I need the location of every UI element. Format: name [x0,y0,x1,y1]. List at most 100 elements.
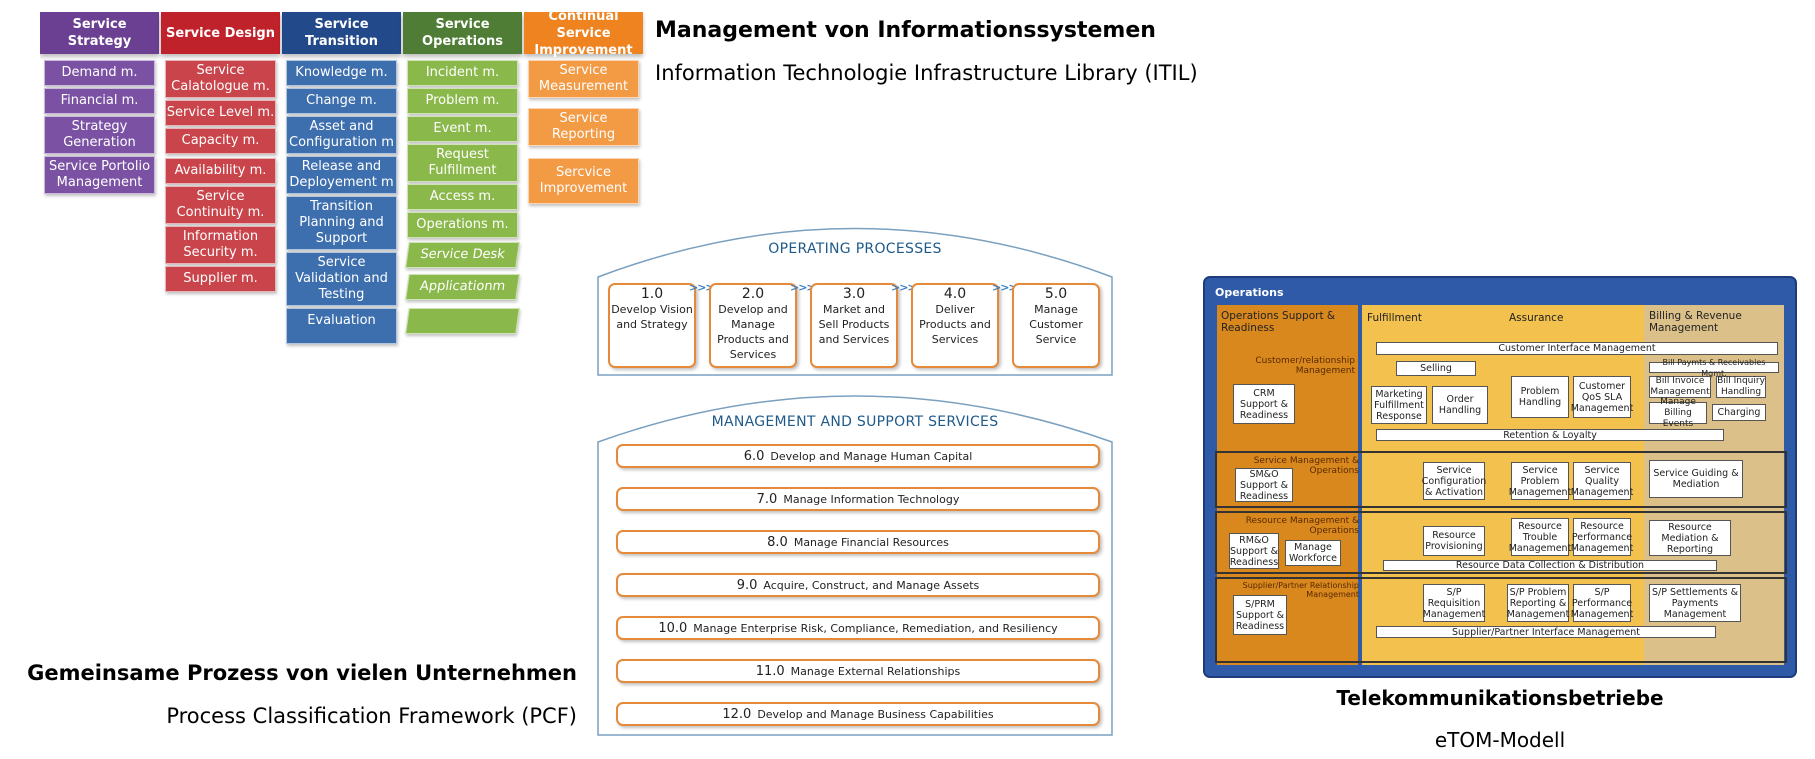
crm-support-box: CRM Support & Readiness [1233,384,1295,424]
support-num: 6.0 [743,448,765,464]
support-label: Manage Enterprise Risk, Compliance, Reme… [693,621,1058,635]
support-services-title: MANAGEMENT AND SUPPORT SERVICES [711,414,999,430]
resource-performance-box: Resource Performance Management [1571,518,1633,556]
operating-processes-title: OPERATING PROCESSES [768,241,942,257]
itil-column-strategy: Service Strategy Demand m. Financial m. … [40,12,159,194]
service-problem-box: Service Problem Management [1509,462,1571,500]
etom-diagram: Operations Operations Support & Readines… [1203,276,1797,678]
etom-subheading: eTOM-Modell [1434,728,1566,752]
itil-column-title: Service Design [161,12,280,54]
support-service-10: 10.0 Manage Enterprise Risk, Compliance, … [616,616,1100,640]
pcf-subheading: Process Classification Framework (PCF) [166,704,577,728]
itil-column-title: Service Operations [403,12,522,54]
op-process-label: Deliver Products and Services [919,303,991,346]
chevron-icon: >>> [992,281,1018,294]
itil-item: Asset and Configuration m [286,116,397,154]
op-process-num: 3.0 [842,286,866,302]
itil-column-design: Service Design Service Calatologue m. Se… [161,12,280,292]
resource-row [1215,511,1787,574]
etom-heading: Telekommunikationsbetriebe [1336,686,1664,710]
itil-item: Evaluation [286,308,397,344]
charging-box: Charging [1712,404,1766,421]
customer-interface-box: Customer Interface Management [1376,342,1778,355]
itil-item: Service Continuity m. [165,186,276,224]
bill-payments-box: Bill Paymts & Receivables Mgmt. [1649,358,1779,378]
support-service-8: 8.0 Manage Financial Resources [616,530,1100,554]
rmo-support-box: RM&O Support & Readiness [1229,533,1279,569]
support-num: 7.0 [756,491,778,507]
order-handling-box: Order Handling [1432,386,1488,424]
itil-item: Information Security m. [165,226,276,264]
retention-box: Retention & Loyalty [1376,429,1724,441]
itil-item: Knowledge m. [286,60,397,86]
marketing-box: Marketing Fulfillment Response [1371,386,1427,424]
itil-item: Operations m. [407,212,518,238]
op-process-num: 1.0 [640,286,664,302]
billing-events-box: Manage Billing Events [1649,397,1707,429]
itil-item: Incident m. [407,60,518,86]
op-process-num: 5.0 [1044,286,1068,302]
support-label: Manage Financial Resources [793,535,949,549]
col-assurance-label: Assurance [1509,312,1564,324]
itil-item: Access m. [407,184,518,210]
chevron-icon: >>> [891,281,917,294]
resource-data-box: Resource Data Collection & Distribution [1383,560,1717,571]
itil-item: Applicationm [405,274,520,300]
itil-item: Service Reporting [528,108,639,146]
row-service-label: Service Management & Operations [1253,456,1359,476]
service-row [1215,451,1787,508]
itil-item: Service Desk [405,242,520,268]
problem-handling-box: Problem Handling [1511,376,1569,418]
resource-provisioning-box: Resource Provisioning [1423,526,1485,556]
itil-item: Service Validation and Testing [286,252,397,306]
chevron-icon: >>> [689,281,715,294]
support-num: 11.0 [755,663,785,679]
row-supplier-label: Supplier/Partner Relationship Management [1242,581,1359,599]
op-process-label: Market and Sell Products and Services [818,303,890,346]
itil-item: Release and Deployement m [286,156,397,194]
itil-item: Demand m. [44,60,155,86]
etom-title: Operations [1215,286,1284,299]
itil-column-csi: Continual Service Improvement Service Me… [524,12,643,204]
service-quality-box: Service Quality Management [1571,462,1633,500]
row-customer-label: Customer/relationship Management [1255,356,1355,376]
itil-subheading: Information Technologie Infrastructure L… [655,61,1198,85]
support-num: 10.0 [658,620,688,636]
itil-item: Transition Planning and Support [286,196,397,250]
service-config-box: Service Configuration & Activation [1422,462,1486,500]
sp-performance-box: S/P Performance Management [1571,584,1633,622]
itil-column-title: Service Strategy [40,12,159,54]
resource-trouble-box: Resource Trouble Management [1509,518,1571,556]
pcf-heading: Gemeinsame Prozess von vielen Unternehme… [27,661,577,685]
itil-item-cutoff [405,308,520,334]
op-process-label: Develop Vision and Strategy [611,303,693,331]
itil-diagram: Service Strategy Demand m. Financial m. … [40,12,647,364]
sp-requisition-box: S/P Requisition Management [1423,584,1485,622]
chevron-icon: >>> [790,281,816,294]
support-num: 8.0 [767,534,788,550]
support-label: Manage Information Technology [783,492,960,506]
sp-problem-box: S/P Problem Reporting & Management [1507,584,1569,622]
bill-inquiry-box: Bill Inquiry Handling [1716,376,1766,398]
sp-interface-box: Supplier/Partner Interface Management [1376,626,1716,638]
itil-item: Service Calatologue m. [165,60,276,98]
support-service-7: 7.0 Manage Information Technology [616,487,1100,511]
itil-item: Capacity m. [165,128,276,154]
op-process-label: Manage Customer Service [1029,303,1083,346]
itil-item: Financial m. [44,88,155,114]
itil-item: Sercvice Improvement [528,158,639,204]
itil-item: Supplier m. [165,266,276,292]
col-fulfillment-label: Fulfillment [1367,312,1422,324]
support-label: Develop and Manage Business Capabilities [757,707,994,721]
itil-item: Strategy Generation [44,116,155,154]
itil-item: Change m. [286,88,397,114]
itil-item: Availability m. [165,158,276,184]
